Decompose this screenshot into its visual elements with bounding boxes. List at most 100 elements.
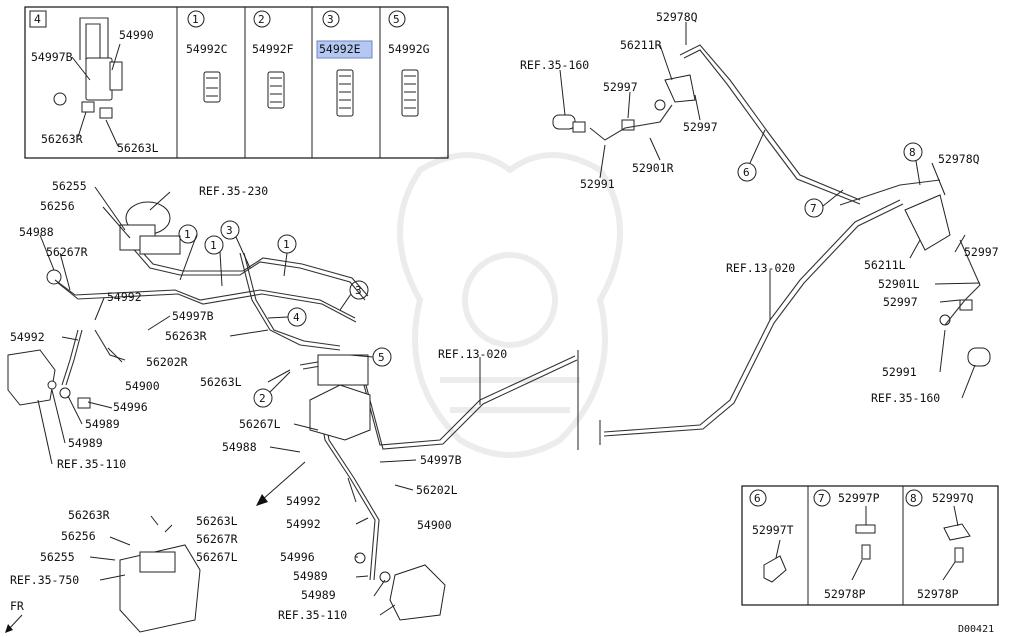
label-54992: 54992 (286, 494, 321, 508)
inset-cell-7[interactable]: 7 52997P 52978P (813, 489, 880, 601)
svg-text:4: 4 (293, 311, 300, 324)
part-label: 54992E (319, 42, 361, 56)
label-52901r: 52901R (632, 161, 674, 175)
label-56202r: 56202R (146, 355, 188, 369)
label-ref-35-750: REF.35-750 (10, 573, 79, 587)
label-ref-13-020: REF.13-020 (726, 261, 795, 275)
svg-text:8: 8 (909, 146, 916, 159)
svg-text:3: 3 (355, 284, 362, 297)
svg-text:6: 6 (754, 492, 761, 505)
part-label: 54990 (119, 28, 154, 42)
inset-cell-3[interactable]: 3 54992E (316, 10, 373, 117)
inset-cell-6[interactable]: 6 52997T (749, 489, 794, 583)
label-54989: 54989 (293, 569, 328, 583)
inset-cell-8[interactable]: 8 52997Q 52978P (905, 489, 974, 601)
label-54989: 54989 (68, 436, 103, 450)
label-52997: 52997 (964, 245, 999, 259)
part-label: 52997Q (932, 491, 974, 505)
inset-bottom: 6 52997T 7 52997P 52978P 8 52997Q 52978P (741, 485, 999, 606)
label-52997: 52997 (883, 295, 918, 309)
label-56267r: 56267R (46, 245, 88, 259)
svg-text:2: 2 (258, 13, 265, 26)
part-label: 54992C (186, 42, 228, 56)
label-52991: 52991 (580, 177, 615, 191)
label-ref-35-110: REF.35-110 (57, 457, 126, 471)
svg-text:7: 7 (818, 492, 825, 505)
svg-text:5: 5 (393, 13, 400, 26)
inset-cell-4[interactable]: 4 54997B 54990 56263R 56263L (29, 10, 159, 155)
part-label: 52997T (752, 523, 794, 537)
view-arrow (256, 461, 306, 506)
label-54988: 54988 (19, 225, 54, 239)
label-54997b: 54997B (420, 453, 462, 467)
label-56263r: 56263R (68, 508, 110, 522)
label-56202l: 56202L (416, 483, 458, 497)
label-56256: 56256 (61, 529, 96, 543)
label-56263l: 56263L (200, 375, 242, 389)
label-54992: 54992 (286, 517, 321, 531)
callouts: 1 1 1 3 3 4 5 2 6 7 8 (46, 129, 923, 408)
brake-pipes (54, 44, 941, 581)
label-54996: 54996 (280, 550, 315, 564)
svg-text:1: 1 (210, 239, 217, 252)
leader-lines (37, 22, 981, 616)
inset-cell-5[interactable]: 5 54992G (388, 10, 430, 117)
label-ref-35-160: REF.35-160 (520, 58, 589, 72)
inset-cell-1[interactable]: 1 54992C (186, 10, 228, 103)
svg-text:1: 1 (184, 228, 191, 241)
part-label: 54997B (31, 50, 73, 64)
svg-text:5: 5 (378, 351, 385, 364)
label-52978q: 52978Q (938, 152, 980, 166)
label-52997: 52997 (683, 120, 718, 134)
inset-cell-2[interactable]: 2 54992F (252, 10, 294, 109)
svg-text:3: 3 (226, 224, 233, 237)
fr-indicator: FR (5, 599, 24, 633)
label-54992: 54992 (107, 290, 142, 304)
part-label: 56263L (117, 141, 159, 155)
diagram-code: D00421 (958, 624, 994, 635)
label-56255: 56255 (40, 550, 75, 564)
label-54900: 54900 (417, 518, 452, 532)
label-56255: 56255 (52, 179, 87, 193)
label-54988: 54988 (222, 440, 257, 454)
part-label: 56263R (41, 132, 83, 146)
label-ref-35-230: REF.35-230 (199, 184, 268, 198)
svg-text:2: 2 (259, 392, 266, 405)
part-label: 54992F (252, 42, 294, 56)
svg-text:1: 1 (192, 13, 199, 26)
svg-text:6: 6 (743, 166, 750, 179)
part-label: 52978P (917, 587, 959, 601)
part-label: 52978P (824, 587, 866, 601)
label-52991: 52991 (882, 365, 917, 379)
label-56263r: 56263R (165, 329, 207, 343)
label-56267r: 56267R (196, 532, 238, 546)
svg-text:3: 3 (327, 13, 334, 26)
label-56267l: 56267L (239, 417, 281, 431)
inset-cell-num: 4 (34, 12, 41, 26)
label-54997b: 54997B (172, 309, 214, 323)
svg-text:1: 1 (283, 238, 290, 251)
part-label: 54992G (388, 42, 430, 56)
label-54989: 54989 (85, 417, 120, 431)
part-labels: 52978Q 56211R REF.35-160 52997 52997 529… (10, 10, 999, 622)
inset-top: 4 54997B 54990 56263R 56263L 1 54992C (24, 6, 449, 159)
label-ref-35-160: REF.35-160 (871, 391, 940, 405)
samurai-helmet-watermark (397, 152, 623, 458)
label-52997: 52997 (603, 80, 638, 94)
label-54996: 54996 (113, 400, 148, 414)
part-label: 52997P (838, 491, 880, 505)
label-56211r: 56211R (620, 38, 662, 52)
parts (7, 74, 991, 633)
highlight-box (316, 40, 373, 59)
label-56267l: 56267L (196, 550, 238, 564)
label-56211l: 56211L (864, 258, 906, 272)
label-ref-35-110: REF.35-110 (278, 608, 347, 622)
fr-label: FR (10, 599, 24, 613)
svg-text:7: 7 (810, 202, 817, 215)
label-52901l: 52901L (878, 277, 920, 291)
label-54989: 54989 (301, 588, 336, 602)
label-56256: 56256 (40, 199, 75, 213)
label-ref-13-020: REF.13-020 (438, 347, 507, 361)
label-54992: 54992 (10, 330, 45, 344)
